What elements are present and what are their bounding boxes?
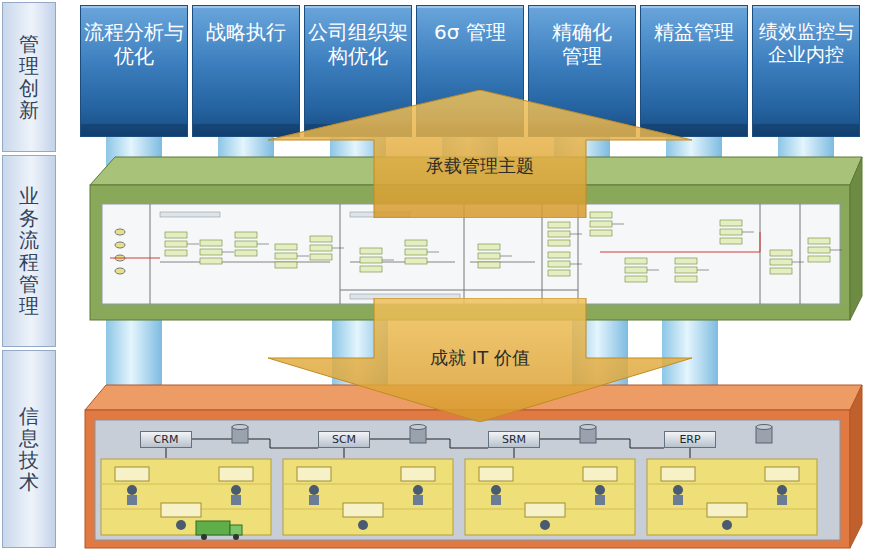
- flow-step-group: [200, 240, 234, 264]
- layer-name: 管理创新: [19, 33, 39, 121]
- lane-divider: [150, 204, 151, 304]
- wire: [690, 448, 691, 458]
- topic-name: 绩效监控与企业内控: [756, 20, 856, 66]
- flow-header: [160, 212, 220, 217]
- flow-line: [760, 232, 761, 252]
- truck-wheel: [233, 534, 239, 540]
- system-box: ERP: [664, 431, 716, 448]
- layer-name: 信息技术: [19, 405, 39, 493]
- system-box: SRM: [488, 431, 540, 448]
- layer-name: 业务流程管理: [19, 185, 39, 317]
- topic-name: 战略执行: [206, 20, 286, 44]
- up-arrow: 承载管理主题: [268, 90, 692, 218]
- flow-start: [115, 268, 125, 274]
- flow-step-group: [478, 244, 512, 268]
- system-name: SRM: [502, 433, 526, 446]
- flow-step-group: [275, 244, 309, 268]
- wire: [166, 448, 167, 458]
- layer-label: 管理创新: [2, 2, 56, 152]
- flow-step-group: [360, 248, 394, 272]
- topic-box: 绩效监控与企业内控: [752, 5, 860, 137]
- flow-step-group: [235, 232, 269, 256]
- arrow-text: 承载管理主题: [268, 154, 692, 178]
- topic-name: 精确化管理: [552, 20, 612, 68]
- truck-cab: [230, 525, 242, 535]
- flow-step-group: [165, 232, 199, 256]
- flow-step-group: [548, 252, 582, 276]
- flow-step-group: [808, 238, 842, 262]
- wire: [192, 439, 318, 448]
- layer-label: 业务流程管理: [2, 155, 56, 347]
- lane-divider: [340, 204, 341, 304]
- system-name: CRM: [154, 433, 179, 446]
- lane-divider: [340, 290, 578, 291]
- flow-step-group: [548, 222, 582, 246]
- lane-divider: [578, 204, 579, 304]
- server: [580, 425, 596, 444]
- topic-name: 流程分析与优化: [84, 20, 184, 68]
- flow-step-group: [720, 220, 754, 244]
- flow-line: [160, 262, 330, 263]
- topic-name: 公司组织架构优化: [308, 20, 408, 68]
- topic-name: 6σ 管理: [434, 20, 506, 44]
- system-box: SCM: [318, 431, 370, 448]
- topic-box: 战略执行: [192, 5, 300, 137]
- lane-divider: [800, 204, 801, 304]
- office-room: [101, 459, 271, 535]
- wire: [370, 439, 488, 448]
- flow-step-group: [675, 258, 709, 282]
- system-name: SCM: [332, 433, 356, 446]
- truck-wheel: [201, 534, 207, 540]
- arrow-outline: [268, 298, 692, 422]
- wire: [540, 439, 664, 448]
- flow-line: [110, 257, 160, 258]
- it-panel: [95, 420, 840, 540]
- band-side: [850, 385, 862, 548]
- flow-step-group: [310, 236, 344, 260]
- system-box: CRM: [140, 431, 192, 448]
- arrow-shape: [268, 90, 692, 218]
- flow-line: [600, 252, 760, 253]
- truck-body: [196, 521, 230, 535]
- topic-box: 精益管理: [640, 5, 748, 137]
- wire: [344, 448, 345, 458]
- wire: [514, 448, 515, 458]
- flow-step-group: [770, 250, 804, 274]
- flowchart: [110, 204, 842, 304]
- flow-start: [115, 229, 125, 235]
- office-room: [647, 459, 817, 535]
- server: [756, 425, 772, 444]
- it-band: [85, 410, 850, 548]
- arrow-outline: [268, 90, 692, 218]
- flow-start: [115, 242, 125, 248]
- flow-step-group: [590, 212, 624, 236]
- office-room: [465, 459, 635, 535]
- flow-step-group: [625, 258, 659, 282]
- topic-box: 流程分析与优化: [80, 5, 188, 137]
- office-room: [283, 459, 453, 535]
- lane-divider: [464, 204, 465, 304]
- down-arrow: 成就 IT 价值: [268, 298, 692, 422]
- topic-name: 精益管理: [654, 20, 734, 44]
- it-illustration: [101, 425, 817, 541]
- system-name: ERP: [679, 433, 700, 446]
- band-side: [850, 157, 862, 320]
- lane-divider: [760, 204, 761, 304]
- layer-label: 信息技术: [2, 350, 56, 548]
- flow-step-group: [405, 240, 439, 264]
- flowchart-panel: [102, 204, 840, 304]
- server: [232, 425, 248, 444]
- lane-divider: [542, 204, 543, 304]
- server: [410, 425, 426, 444]
- arrow-text: 成就 IT 价值: [268, 346, 692, 370]
